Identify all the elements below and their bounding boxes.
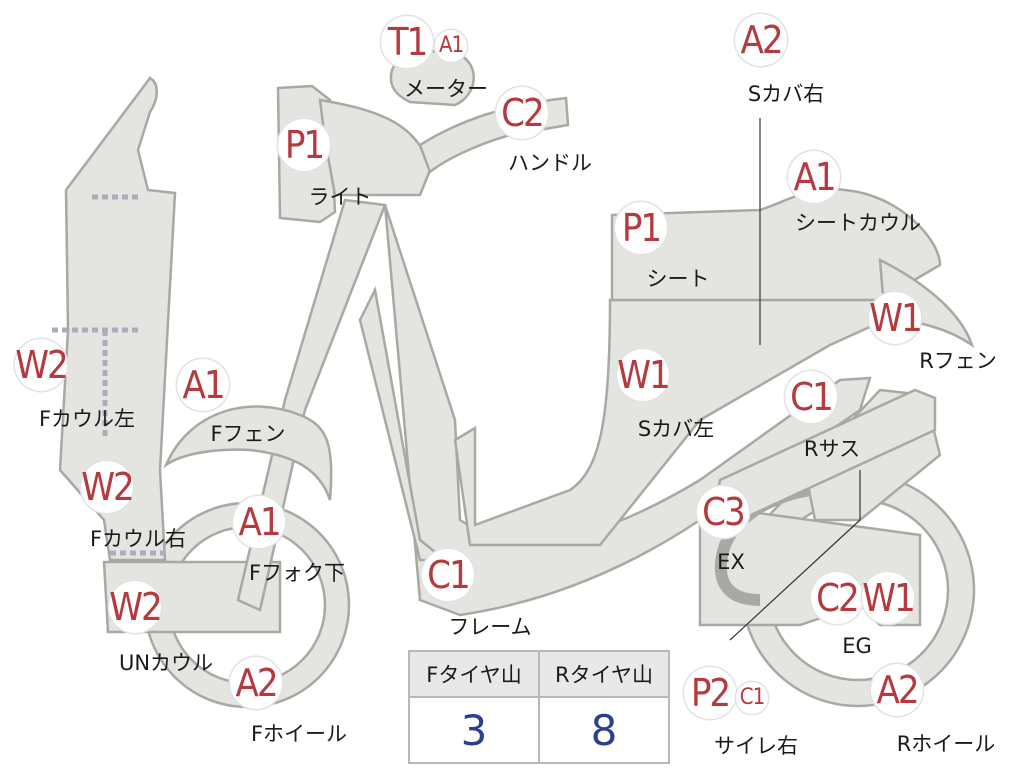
frame-code: C1 bbox=[422, 549, 474, 601]
rear-wheel-label: Rホイール bbox=[896, 732, 996, 756]
side-cover-right-label: Sカバ右 bbox=[747, 82, 825, 106]
rear-tire-header: Rタイヤ山 bbox=[538, 650, 670, 698]
tire-table-header-row: Fタイヤ山 Rタイヤ山 bbox=[408, 650, 670, 698]
front-wheel-code: A2 bbox=[230, 657, 282, 709]
seat-label: シート bbox=[646, 267, 710, 291]
rear-wheel-code: A2 bbox=[871, 664, 923, 716]
cowl-right-code: W2 bbox=[81, 461, 135, 513]
exhaust-label: EX bbox=[717, 550, 745, 574]
frame-label: フレーム bbox=[448, 615, 532, 639]
rear-suspension-label: Rサス bbox=[803, 437, 861, 461]
under-cowl-label: UNカウル bbox=[118, 651, 214, 675]
front-tire-header: Fタイヤ山 bbox=[408, 650, 540, 698]
rear-fender-label: Rフェン bbox=[919, 349, 997, 373]
rear-tire-value: 8 bbox=[538, 696, 670, 764]
front-fender-label: Fフェン bbox=[210, 422, 286, 446]
rear-suspension-code: C1 bbox=[785, 371, 837, 423]
muffler-right-label: サイレ右 bbox=[714, 734, 798, 758]
side-cover-left-label: Sカバ左 bbox=[637, 417, 715, 441]
handle-label: ハンドル bbox=[508, 151, 592, 175]
fork-lower-label: Fフォク下 bbox=[248, 561, 346, 585]
muffler-right-code-secondary: C1 bbox=[736, 682, 768, 714]
cowl-left-label: Fカウル左 bbox=[38, 407, 136, 431]
cowl-seam-dots bbox=[52, 194, 165, 556]
engine-label: EG bbox=[842, 634, 872, 658]
meter-code: T1 bbox=[381, 16, 433, 68]
tire-tread-table: Fタイヤ山 Rタイヤ山 3 8 bbox=[408, 650, 670, 764]
handle-cover-shape bbox=[318, 98, 432, 197]
front-tire-value: 3 bbox=[408, 696, 540, 764]
meter-code-secondary: A1 bbox=[435, 30, 467, 62]
cowl-left-code: W2 bbox=[15, 339, 69, 391]
muffler-right-code: P2 bbox=[684, 667, 736, 719]
seat-cowl-code: A1 bbox=[788, 151, 840, 203]
under-cowl-code: W2 bbox=[109, 581, 163, 633]
leader-line-muffler bbox=[729, 519, 861, 641]
front-fender-shape bbox=[163, 405, 333, 501]
exhaust-code: C3 bbox=[697, 486, 749, 538]
side-cover-shape bbox=[453, 298, 887, 547]
handle-code: C2 bbox=[496, 87, 548, 139]
seat-cowl-label: シートカウル bbox=[795, 211, 921, 235]
light-code: P1 bbox=[278, 119, 330, 171]
seat-code: P1 bbox=[615, 202, 667, 254]
fork-lower-code: A1 bbox=[233, 496, 285, 548]
tire-table-value-row: 3 8 bbox=[408, 696, 670, 764]
side-cover-right-code: A2 bbox=[735, 14, 787, 66]
side-cover-left-code: W1 bbox=[617, 349, 671, 401]
seat-shape bbox=[610, 187, 942, 302]
meter-label: メーター bbox=[404, 77, 488, 101]
front-wheel-label: Fホイール bbox=[250, 722, 348, 746]
engine-code: C2 bbox=[811, 572, 863, 624]
engine-code-secondary: W1 bbox=[862, 572, 916, 624]
light-label: ライト bbox=[308, 185, 372, 209]
front-fender-code: A1 bbox=[177, 359, 229, 411]
rear-fender-code: W1 bbox=[869, 292, 923, 344]
cowl-right-label: Fカウル右 bbox=[89, 527, 187, 551]
